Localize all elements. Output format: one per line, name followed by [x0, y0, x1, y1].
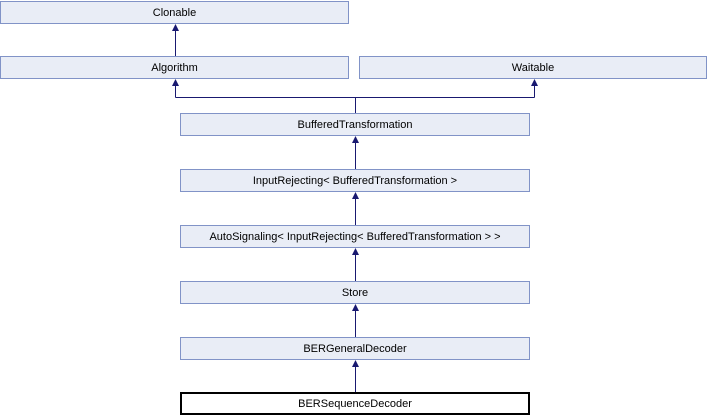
class-node-bersequencedecoder-current: BERSequenceDecoder — [180, 392, 530, 415]
class-node-waitable[interactable]: Waitable — [359, 56, 707, 79]
edge-autosignaling-to-inputrejecting — [352, 192, 359, 225]
class-node-algorithm[interactable]: Algorithm — [0, 56, 349, 79]
edge-store-to-autosignaling — [352, 248, 359, 281]
edge-bersequencedecoder-to-bergeneraldecoder — [352, 360, 359, 392]
edge-buffered-to-algorithm-and-waitable — [172, 79, 538, 113]
class-node-bergeneraldecoder[interactable]: BERGeneralDecoder — [180, 337, 530, 360]
class-node-store[interactable]: Store — [180, 281, 530, 304]
class-node-clonable[interactable]: Clonable — [0, 1, 349, 24]
class-node-autosignaling[interactable]: AutoSignaling< InputRejecting< BufferedT… — [180, 225, 530, 248]
edge-algorithm-to-clonable — [172, 24, 179, 56]
edge-inputrejecting-to-buffered — [352, 136, 359, 169]
edge-bergeneraldecoder-to-store — [352, 304, 359, 337]
class-node-inputrejecting[interactable]: InputRejecting< BufferedTransformation > — [180, 169, 530, 192]
class-node-bufferedtransformation[interactable]: BufferedTransformation — [180, 113, 530, 136]
